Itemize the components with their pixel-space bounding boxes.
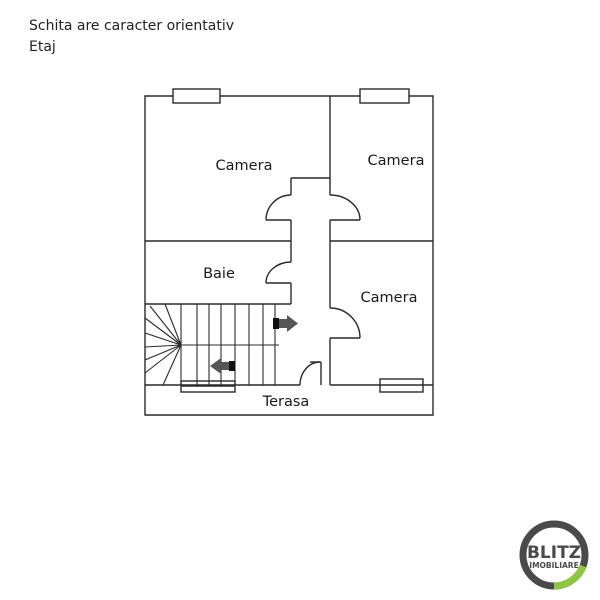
door-camera-right [329,194,361,221]
window-top-left [172,88,221,104]
room-label-camera-2: Camera [367,153,425,169]
logo-sub-text: IMOBILIARE [529,561,578,570]
room-label-camera-1: Camera [215,158,273,174]
window-top-right [359,88,410,104]
room-label-terasa: Terasa [262,394,310,410]
door-camera-left [265,194,292,221]
logo-brand-text: BLITZ [527,543,581,563]
arrow-down-icon [210,358,235,374]
room-label-camera-3: Camera [360,290,418,306]
room-label-baie: Baie [203,266,235,282]
outer-wall [144,95,434,416]
logo-accent-arc [553,564,587,590]
plan-header: Schita are caracter orientativ Etaj [29,16,234,58]
arrow-up-icon [273,315,298,332]
door-camera-lower [329,307,361,339]
stair-treads [144,303,279,386]
floor-label: Etaj [29,39,56,55]
door-baie [265,261,292,284]
door-terasa [299,361,321,386]
blitz-logo: BLITZ IMOBILIARE [517,518,591,592]
disclaimer-text: Schita are caracter orientativ [29,18,235,34]
